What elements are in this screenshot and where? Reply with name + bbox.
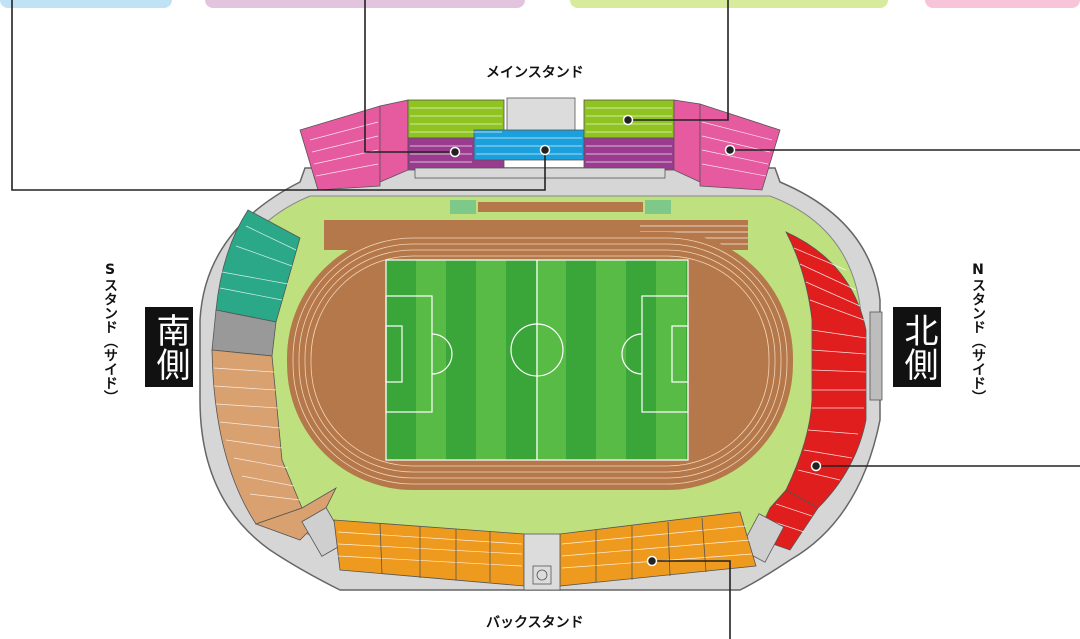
jump-pit: [478, 202, 643, 212]
s-stand-label: Sスタンド（サイド）: [102, 262, 118, 404]
s-stand: [211, 209, 337, 541]
south-side-marker: 南側: [145, 307, 193, 387]
back-stand-label: バックスタンド: [486, 615, 584, 631]
callout-purple: [364, 0, 455, 153]
north-side-marker: 北側: [893, 307, 941, 387]
n-stand-label: Nスタンド（サイド）: [970, 262, 986, 404]
category-tab-blue[interactable]: [0, 0, 172, 8]
category-tab-pink[interactable]: [925, 0, 1080, 8]
callout-blue: [11, 0, 546, 191]
main-stand-label: メインスタンド: [486, 65, 584, 81]
main-stand: [299, 97, 781, 191]
callout-green: [628, 0, 729, 121]
category-tab-green[interactable]: [570, 0, 888, 8]
scoreboard: [869, 311, 883, 401]
callout-orange: [652, 560, 731, 639]
